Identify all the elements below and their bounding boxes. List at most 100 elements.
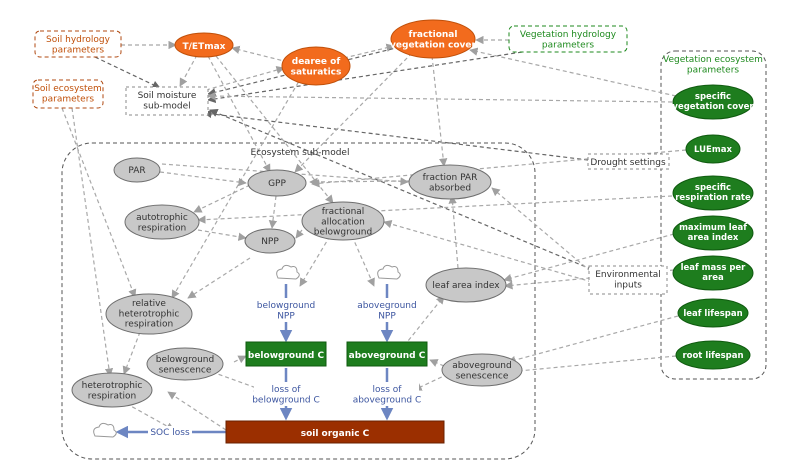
environmental-inputs-box: [588, 265, 668, 295]
label-line: saturatics: [291, 67, 342, 77]
label-line: NPP: [378, 311, 396, 321]
soil-hydrology-params-box: [34, 30, 122, 58]
aboveground-carbon-pool: [346, 341, 428, 367]
edge-soilmoist-sat: [205, 66, 285, 91]
label-line: autotrophic: [136, 213, 188, 223]
soc-loss-flow-label: SOC loss: [150, 428, 190, 438]
fractional-allocation-belowground-node: [301, 201, 385, 241]
edge-fveg-fpar: [431, 55, 448, 167]
label-line: area: [702, 273, 724, 283]
label-line: respiration: [125, 320, 173, 330]
label-line: maximum leaf: [679, 223, 747, 233]
root-lifespan-label: root lifespan: [682, 351, 743, 361]
edge-abovesen-lossabove: [413, 373, 449, 391]
autotrophic-respiration-node: [124, 204, 200, 240]
label-line: Environmental: [595, 270, 660, 280]
edge-sat-fveg: [343, 43, 395, 59]
fractional-vegetation-cover-node: [390, 19, 476, 59]
label-line: respiration rate: [675, 193, 751, 203]
vegetation-ecosystem-frame: [660, 50, 767, 380]
ecosystem-submodel-frame: [61, 142, 536, 460]
leaf-lifespan-node: [677, 298, 749, 328]
heterotrophic-respiration-node: [71, 372, 153, 408]
label-line: respiration: [88, 391, 136, 401]
label-line: dearee of: [292, 57, 341, 67]
label-line: heterotrophic: [119, 309, 180, 319]
label-line: loss of: [373, 385, 403, 395]
luemax-label: LUEmax: [694, 145, 732, 155]
label-line: fraction PAR: [423, 173, 478, 183]
edge-soileco-relhet: [61, 107, 137, 298]
leaf-area-index-label: leaf area index: [432, 281, 500, 291]
fraction-par-absorbed-node: [408, 164, 492, 200]
soil-ecosystem-params-box: [32, 79, 104, 109]
edge-env-fpar: [491, 187, 597, 277]
label-line: senescence: [159, 365, 212, 375]
label-line: leaf mass per: [681, 263, 747, 273]
label-line: inputs: [614, 280, 642, 290]
tetmax-label: T/ETmax: [183, 42, 226, 52]
label-line: belowground C: [252, 395, 320, 405]
edge-belowsen-lossbelow: [211, 371, 263, 392]
label-line: parameters: [687, 65, 740, 75]
edge-par-fpar: [161, 163, 409, 186]
label-line: specific: [695, 183, 731, 193]
edge-rootlife-belowsen: [507, 355, 677, 376]
edge-sat-relhet: [171, 75, 303, 299]
edge-abovec-lai: [403, 295, 445, 347]
specific-vegetation-cover-node: [672, 84, 754, 120]
cloud-icon: [93, 422, 117, 438]
soil-organic-carbon-label: soil organic C: [301, 429, 370, 439]
label-line: Vegetation hydrology: [520, 30, 617, 40]
root-lifespan-node: [675, 340, 751, 370]
label-line: senescence: [456, 371, 509, 381]
edge-tetmax-soilmoist: [179, 54, 198, 87]
label-line: belowground: [257, 301, 315, 311]
label-line: vegetation cover: [672, 102, 754, 112]
belowground-carbon-pool: [245, 341, 327, 367]
cloud-icon: [276, 264, 300, 280]
edge-specresp-autoresp: [197, 195, 673, 224]
edge-sat-tetmax: [231, 45, 289, 63]
edge-npp-relhet: [187, 257, 251, 299]
luemax-node: [685, 134, 741, 164]
label-line: parameters: [52, 45, 105, 55]
belowground-senescence-node: [146, 347, 224, 381]
edge-soc-hetresp: [167, 391, 227, 431]
aboveground-senescence-node: [441, 353, 523, 387]
cloud-source-sink-icons: [93, 264, 401, 438]
edge-env-soilmoist: [209, 109, 599, 273]
edge-maxlai-lai: [503, 233, 675, 283]
label-line: NPP: [277, 311, 295, 321]
edge-drought-soilmoist: [203, 109, 589, 161]
label-line: absorbed: [429, 183, 471, 193]
label-line: belowground: [314, 228, 372, 238]
vegetation-hydrology-params-box: [508, 25, 628, 53]
npp-node: [244, 228, 296, 254]
soil-moisture-submodel-box: [125, 86, 209, 116]
label-line: specific: [695, 92, 731, 102]
edge-autoresp-npp: [197, 229, 247, 241]
soil-organic-carbon-pool: [225, 420, 445, 444]
edge-fracalloc-npp: [295, 229, 304, 239]
edge-relhet-hetresp: [122, 331, 141, 375]
label-line: aboveground: [357, 301, 416, 311]
relative-heterotrophic-respiration-node: [105, 293, 193, 335]
edge-env-fracalloc: [383, 220, 593, 283]
aboveground-carbon-label: aboveground C: [349, 351, 426, 361]
